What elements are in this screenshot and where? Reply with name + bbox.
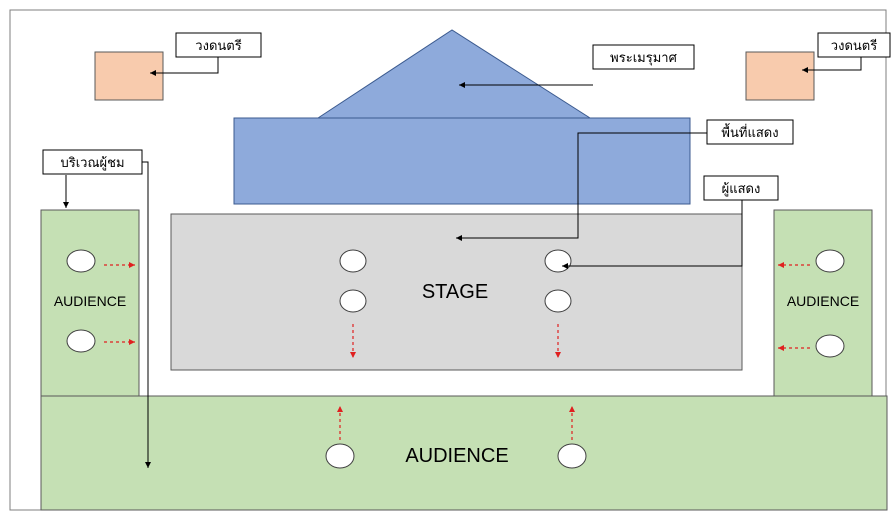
- audience-person-left-1: [66, 249, 96, 273]
- callout-box-performer: [703, 175, 779, 201]
- leader-performance-area: [456, 132, 707, 241]
- audience-label-bottom: AUDIENCE: [405, 445, 508, 467]
- audience-area-right: [773, 209, 873, 397]
- callout-band-left: วงดนตรี: [195, 38, 241, 54]
- audience-person-bottom-1: [325, 443, 355, 469]
- audience-area-left: [40, 209, 140, 397]
- callout-performer: ผู้แสดง: [722, 182, 761, 197]
- people: [66, 249, 845, 469]
- performer-2: [339, 289, 367, 313]
- audience-person-bottom-2: [557, 443, 587, 469]
- callout-box-band-right: [817, 32, 891, 58]
- callout-band-right: วงดนตรี: [831, 38, 877, 54]
- facing-arrows: [104, 262, 810, 440]
- leader-band-left: [150, 55, 219, 76]
- band-box-left: [94, 51, 164, 101]
- audience-person-right-1: [815, 249, 845, 273]
- callout-box-pavilion: [592, 44, 695, 70]
- audience-label-right: AUDIENCE: [787, 293, 859, 309]
- callout-audience-area: บริเวณผู้ชม: [60, 156, 124, 171]
- callout-box-audience-area: [42, 149, 143, 175]
- leader-lines: [63, 55, 862, 468]
- leader-audience-bottom: [142, 161, 151, 468]
- audience-person-left-2: [66, 329, 96, 353]
- audience-area-bottom: [40, 395, 888, 511]
- audience-person-right-2: [815, 334, 845, 358]
- band-box-right: [745, 51, 815, 101]
- stage-label: STAGE: [422, 281, 488, 303]
- performer-3: [544, 249, 572, 273]
- callout-pavilion: พระเมรุมาศ: [610, 51, 677, 66]
- callout-performance-area: พื้นที่แสดง: [721, 123, 778, 141]
- performer-1: [339, 249, 367, 273]
- callout-box-band-left: [175, 32, 262, 58]
- performer-4: [544, 289, 572, 313]
- pavilion-body: [233, 117, 691, 205]
- leader-band-right: [802, 55, 862, 73]
- callout-box-performance-area: [706, 119, 794, 145]
- leader-performer: [562, 200, 743, 269]
- audience-label-left: AUDIENCE: [54, 293, 126, 309]
